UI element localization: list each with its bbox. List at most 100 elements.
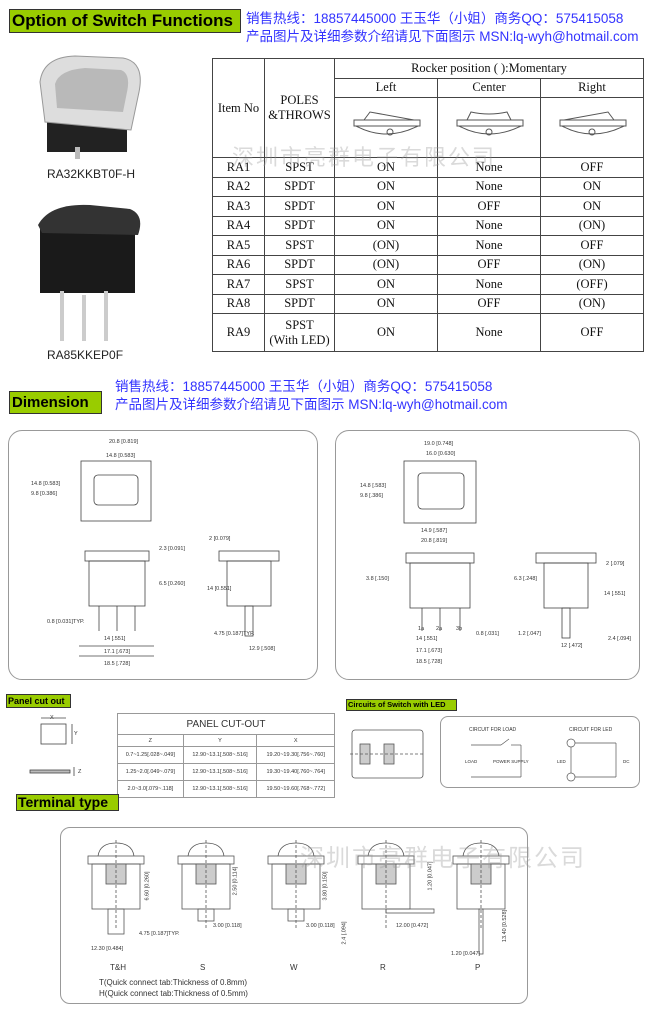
dim-label: 1.20 [0.047] xyxy=(451,951,481,957)
terminal-note-h: H(Quick connect tab:Thickness of 0.5mm) xyxy=(99,989,248,998)
cell-left: ON xyxy=(334,215,438,236)
dim-label: 19.0 [0.748] xyxy=(424,441,454,447)
dim-label: 17.1 [.673] xyxy=(416,648,442,654)
dim-label: 3.8 [.150] xyxy=(366,576,389,582)
section-header-circuits: Circuits of Switch with LED xyxy=(346,699,457,711)
dim-label: 12.9 [.508] xyxy=(249,646,275,652)
cell-left: ON xyxy=(334,176,438,197)
cutout-cell: 19.30~19.40[.760~.764] xyxy=(256,763,335,781)
watermark: 深圳市亮群电子有限公司 xyxy=(232,146,497,171)
section-header-panel-cut-out: Panel cut out xyxy=(6,694,71,708)
dim-label: 14.8 [.583] xyxy=(360,483,386,489)
dim-label: 9.8 [0.386] xyxy=(31,491,57,497)
cell-center: None xyxy=(437,235,541,256)
cell-item: RA8 xyxy=(212,293,265,314)
col-header-item: Item No xyxy=(212,58,265,158)
cell-poles: SPST (With LED) xyxy=(264,313,335,352)
contact-line-2: 产品图片及详细参数介绍请见下面图示 MSN:lq-wyh@hotmail.com xyxy=(115,397,508,412)
switch-outline-drawing xyxy=(79,460,280,657)
cell-right: OFF xyxy=(540,235,644,256)
cell-left: ON xyxy=(334,313,438,352)
terminal-drawing xyxy=(177,840,235,928)
power-supply-label: POWER SUPPLY xyxy=(493,759,529,764)
dim-label: 14.8 [0.583] xyxy=(31,481,61,487)
contact-line-2: 产品图片及详细参数介绍请见下面图示 MSN:lq-wyh@hotmail.com xyxy=(246,29,639,44)
cell-poles: SPDT xyxy=(264,293,335,314)
col-header-poles: POLES &THROWS xyxy=(264,58,335,158)
cutout-cell: 19.20~19.30[.756~.760] xyxy=(256,746,335,764)
cell-right: (ON) xyxy=(540,254,644,275)
dim-label: 2.4 [.094] xyxy=(608,636,631,642)
circuit-load-title: CIRCUIT FOR LOAD xyxy=(469,727,517,733)
circuit-led-title: CIRCUIT FOR LED xyxy=(569,727,613,733)
terminal-drawing xyxy=(87,840,145,935)
cutout-cell: 1.25~2.0[.049~.079] xyxy=(117,763,184,781)
terminal-type-label: S xyxy=(200,963,206,972)
cell-poles: SPST xyxy=(264,274,335,295)
cutout-diagram: X Y Z xyxy=(28,712,88,782)
terminal-drawings xyxy=(87,840,510,955)
cutout-cell: 19.50~19.60[.768~.772] xyxy=(256,780,335,798)
terminal-drawing xyxy=(267,840,325,928)
section-header-dimension: Dimension xyxy=(9,391,102,414)
cell-right: OFF xyxy=(540,313,644,352)
terminal-drawing xyxy=(452,840,510,955)
dc-label: DC xyxy=(623,759,630,764)
terminal-drawing xyxy=(357,840,435,928)
panel-cutout-title: PANEL CUT-OUT xyxy=(117,713,335,735)
cutout-y-label: Y xyxy=(74,731,78,737)
dim-label: 3.00 [0.118] xyxy=(213,923,242,929)
rocker-left-icon xyxy=(334,97,438,158)
cutout-cell: 0.7~1.25[.028~.049] xyxy=(117,746,184,764)
dim-label: 16.0 [0.630] xyxy=(426,451,456,457)
cell-center: OFF xyxy=(437,196,541,217)
cell-item: RA7 xyxy=(212,274,265,295)
table-row: 1.25~2.0[.049~.079]12.90~13.1[.508~.516]… xyxy=(117,763,335,781)
cell-poles: SPDT xyxy=(264,196,335,217)
table-row: 0.7~1.25[.028~.049]12.90~13.1[.508~.516]… xyxy=(117,746,335,764)
cell-left: ON xyxy=(334,196,438,217)
dim-label: 20.8 [0.819] xyxy=(109,439,139,445)
cell-poles: SPDT xyxy=(264,215,335,236)
dim-label: 14 [.551] xyxy=(104,636,126,642)
dim-label: 18.5 [.728] xyxy=(416,659,442,665)
terminal-type-label: W xyxy=(290,963,298,972)
col-header-rocker: Rocker position ( ):Momentary xyxy=(334,58,644,79)
switch-outline-drawing xyxy=(403,460,597,639)
dim-label: 18.5 [.728] xyxy=(104,661,130,667)
contact-line-1: 销售热线：18857445000 王玉华（小姐）商务QQ：575415058 xyxy=(115,379,493,394)
terminal-type-label: P xyxy=(475,963,481,972)
cell-item: RA3 xyxy=(212,196,265,217)
dim-label: 14.9 [.587] xyxy=(421,528,447,534)
watermark: 深圳市亮群电子有限公司 xyxy=(300,844,586,872)
dim-label: 14 [.551] xyxy=(416,636,438,642)
cutout-cell: 2.0~3.0[.079~.118] xyxy=(117,780,184,798)
cell-poles: SPDT xyxy=(264,254,335,275)
cell-item: RA1 xyxy=(212,157,265,178)
pin-label: 3b xyxy=(456,626,463,632)
rocker-right-icon xyxy=(540,97,644,158)
dim-label: 4.75 [0.187]TYP. xyxy=(214,631,255,637)
dim-label: 12 [.472] xyxy=(561,643,583,649)
col-y: Y xyxy=(182,734,258,747)
dim-label: 3.00 [0.118] xyxy=(306,923,335,929)
cell-right: (ON) xyxy=(540,293,644,314)
led-label: LED xyxy=(557,759,566,764)
dim-label: 0.8 [0.031]TYP. xyxy=(47,619,85,625)
pin-label: 2a xyxy=(436,626,443,632)
product-photo-black xyxy=(30,195,160,345)
cell-item: RA5 xyxy=(212,235,265,256)
dimension-drawing-right: 19.0 [0.748] 16.0 [0.630] 14.8 [.583] 9.… xyxy=(335,430,640,680)
dim-label: 14.8 [0.583] xyxy=(106,453,136,459)
cutout-cell: 12.90~13.1[.508~.516] xyxy=(182,763,258,781)
cell-left: (ON) xyxy=(334,254,438,275)
load-label: LOAD xyxy=(465,759,478,764)
contact-info: 销售热线：18857445000 王玉华（小姐）商务QQ：575415058 产… xyxy=(246,10,639,46)
dim-label: 14 [0.551] xyxy=(207,586,232,592)
col-z: Z xyxy=(117,734,184,747)
